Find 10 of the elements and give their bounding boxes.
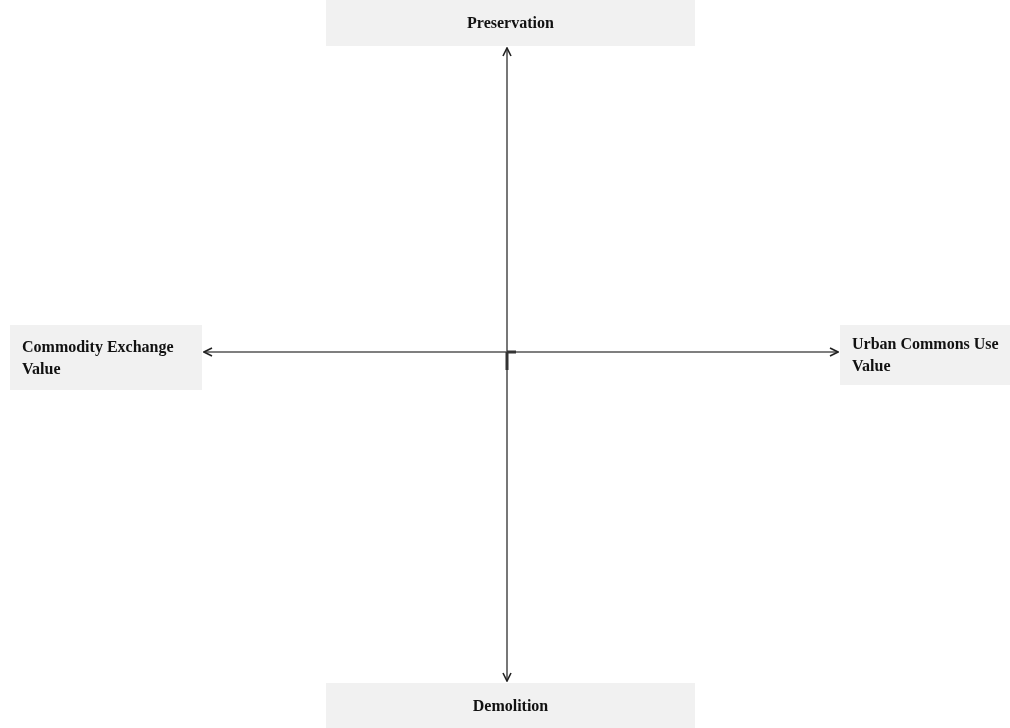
- axis-label: Urban Commons Use Value: [852, 334, 1000, 376]
- double-headed-arrow: [203, 347, 839, 357]
- double-headed-arrow: [502, 47, 512, 682]
- label-box: [326, 0, 695, 46]
- label-box: [326, 683, 695, 728]
- axis-label: Demolition: [472, 695, 549, 716]
- label-box: [840, 325, 1010, 385]
- axis-label: Commodity Exchange Value: [22, 336, 175, 379]
- label-box: [10, 325, 202, 390]
- axis-label: Preservation: [467, 13, 554, 33]
